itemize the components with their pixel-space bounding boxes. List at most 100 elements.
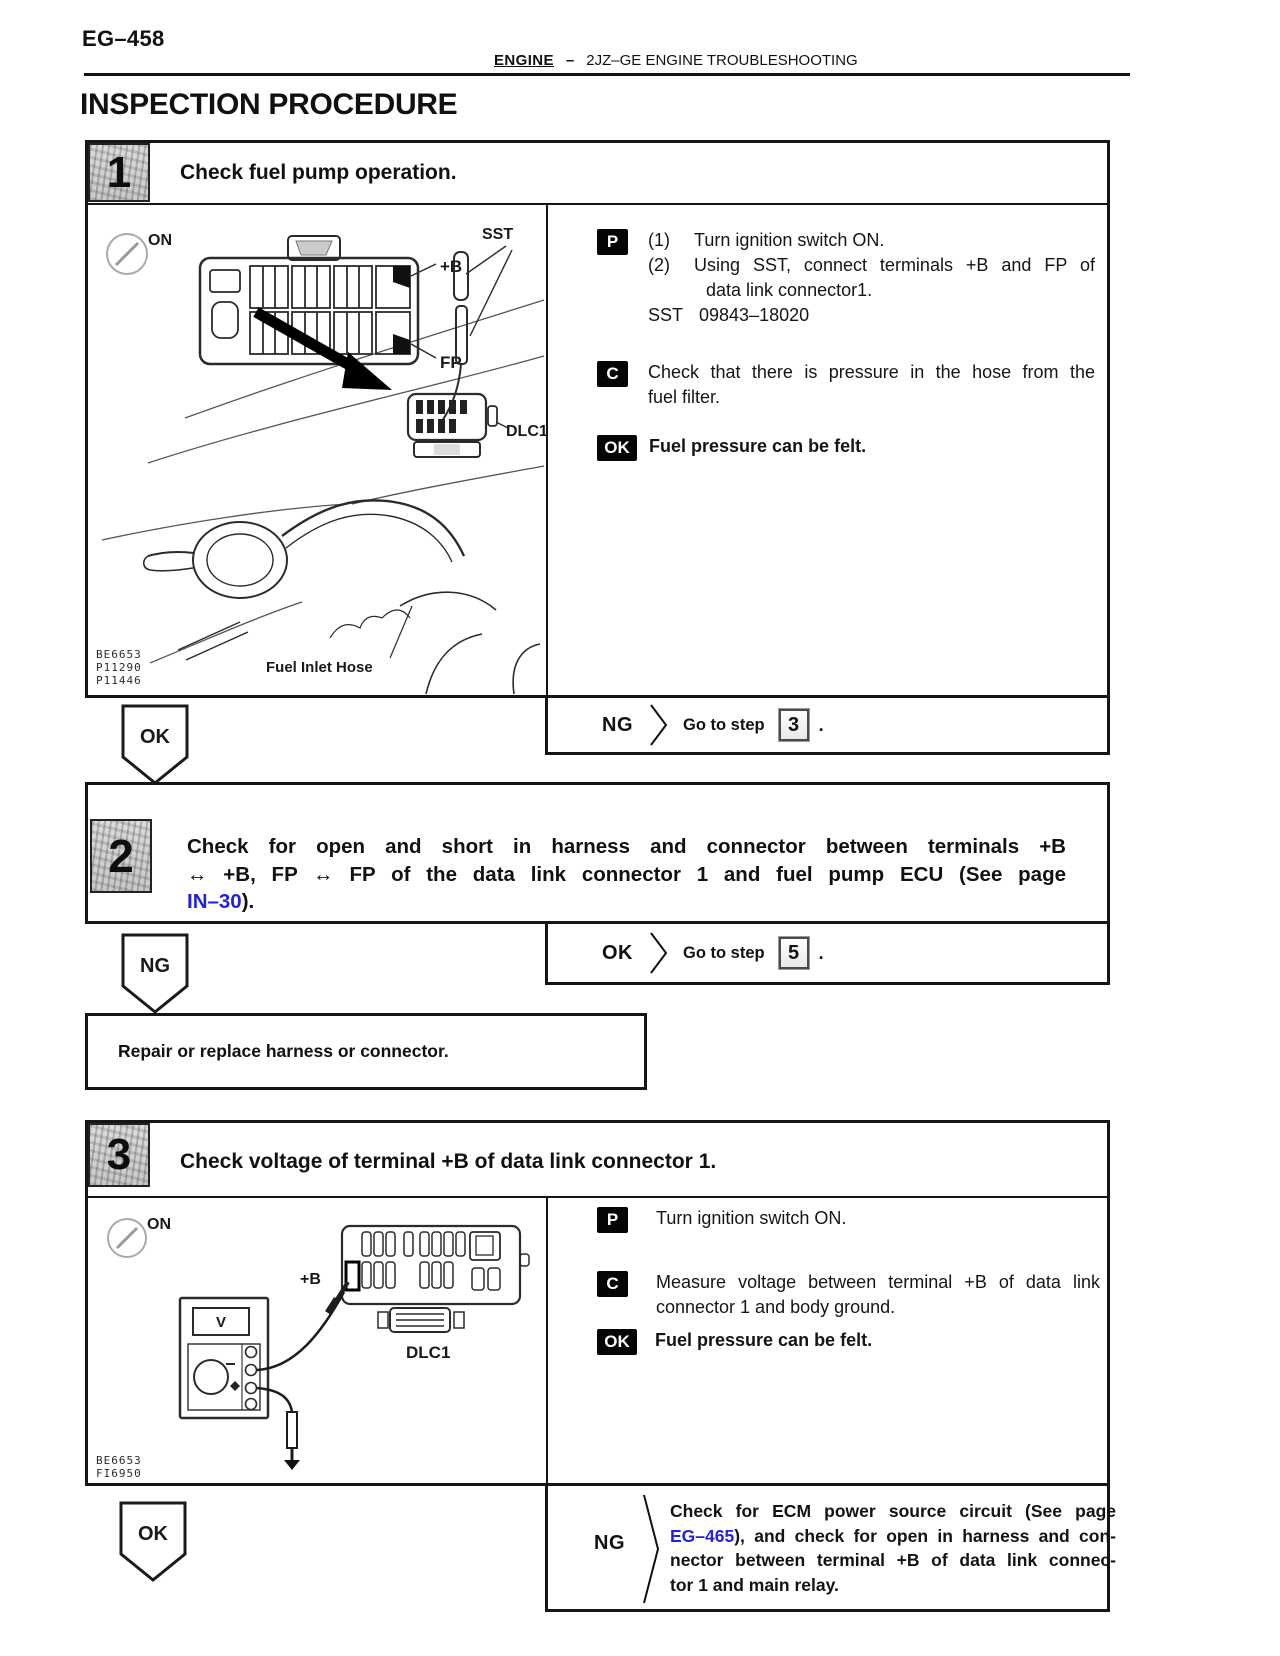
step3-ok-pointer: OK [119,1501,187,1582]
section-label: ENGINE [494,52,554,69]
step1-ng-strip: NG Go to step 3 . [545,698,1110,755]
step1-number-badge: 1 [88,143,150,202]
page-number: EG–458 [82,26,165,51]
header-dash: – [565,52,575,69]
procedure-badge: P [597,1207,628,1233]
step2-ok-strip: OK Go to step 5 . [545,924,1110,985]
step2-title-line: Check for open and short in harness and … [187,835,1066,858]
ground-icon [284,1460,300,1470]
check-line: Measure voltage between terminal +B of d… [656,1272,1100,1292]
procedure-item: Using SST, connect terminals +B and FP o… [694,255,1095,275]
step3-procedure-row: P Turn ignition switch ON. [597,1206,1100,1233]
page-link-eg-465[interactable]: EG–465 [670,1525,735,1546]
step1-ok-row: OK Fuel pressure can be felt. [597,434,1096,461]
sst-label: SST [482,226,513,243]
check-badge: C [597,1271,628,1297]
pin-b-label: +B [440,257,462,276]
step3-title: Check voltage of terminal +B of data lin… [180,1150,717,1173]
procedure-item: Turn ignition switch ON. [694,230,885,250]
step3-ng-text: Check for ECM power source circuit (See … [670,1499,1116,1597]
voltmeter-v-label: V [216,1314,226,1331]
figure-code: P11446 [96,674,142,687]
step-reference-box: 3 [778,709,809,741]
step2-box: 2 Check for open and short in harness an… [85,782,1110,924]
dlc1-connector [406,392,509,458]
step-reference-box: 5 [778,937,809,969]
chapter-label: 2JZ–GE ENGINE TROUBLESHOOTING [586,52,858,69]
ok-label: OK [602,941,633,964]
step3-ignition-label: ON [147,1216,171,1233]
pin-b-label: +B [300,1271,321,1288]
pin-b-mark [393,266,410,288]
ng-text-line: nector between terminal +B of data link … [670,1550,1116,1570]
period: . [818,942,824,963]
ng-label: NG [602,713,633,736]
step2-title-line: ↔ +B, FP ↔ FP of the data link connector… [187,862,1066,886]
step3-number-badge: 3 [88,1123,150,1187]
figure-code: BE6653 [96,1454,142,1467]
check-line: connector 1 and body ground. [656,1297,896,1317]
step2-number-badge: 2 [90,819,152,893]
ok-criterion: Fuel pressure can be felt. [655,1330,873,1350]
step1-diagram: ON +B FP [96,226,546,695]
step1-procedure-row: P (1) Turn ignition switch ON. (2) Using S… [597,228,1095,328]
chevron-icon [650,932,668,974]
step2-title: Check for open and short in harness and … [187,833,1066,916]
step3-check-text: Measure voltage between terminal +B of d… [656,1270,1100,1320]
step1-header: 1 Check fuel pump operation. [88,143,1107,205]
check-line: Check that there is pressure in the hose… [648,362,1095,382]
step3-procedure-text: Turn ignition switch ON. [656,1208,847,1228]
figure-code: BE6653 [96,648,142,661]
period: . [818,714,824,735]
step1-procedure-text: (1) Turn ignition switch ON. (2) Using SST… [648,228,1095,328]
ignition-key-icon [107,1218,147,1258]
step3-column-divider [546,1198,548,1483]
pin-fp-mark [393,334,410,354]
arrow-icon [253,307,392,390]
car-body-lines [101,299,545,664]
header-rule [84,73,1130,76]
ok-badge: OK [597,435,637,461]
ng-text-line: Check for ECM power source circuit (See … [670,1501,1116,1521]
ok-criterion: Fuel pressure can be felt. [649,436,867,456]
dlc1-block [340,1224,530,1333]
check-line: fuel filter. [648,387,721,407]
procedure-badge: P [597,229,628,255]
figure-code: FI6950 [96,1467,142,1480]
fuel-inlet-hose-label: Fuel Inlet Hose [266,659,373,676]
ng-text-line: tor 1 and main relay. [670,1574,839,1595]
chevron-icon [650,704,668,746]
ok-label: OK [140,726,171,748]
page-title: INSPECTION PROCEDURE [80,88,458,121]
step3-ng-strip: NG Check for ECM power source circuit (S… [545,1486,1116,1612]
list-marker: (2) [648,255,670,275]
step1-check-row: C Check that there is pressure in the ho… [597,360,1095,410]
go-to-step-label: Go to step [683,943,765,962]
ng-text-line: ), and check for open in harness and con… [734,1525,1116,1546]
running-header: ENGINE–2JZ–GE ENGINE TROUBLESHOOTING [494,52,858,69]
step3-header: 3 Check voltage of terminal +B of data l… [88,1123,1107,1198]
ng-label: NG [594,1532,625,1554]
go-to-step-label: Go to step [683,715,765,734]
figure-code: P11290 [96,661,142,674]
step2-ng-pointer: NG [121,933,189,1014]
page-link-in-30[interactable]: IN–30 [187,890,242,913]
dlc1-label: DLC1 [506,423,546,440]
probe-wires [256,1280,350,1470]
ng-label: NG [140,955,170,977]
step3-check-row: C Measure voltage between terminal +B of… [597,1270,1100,1320]
step1-column-divider [546,205,548,695]
fuel-hose-art [142,499,541,695]
dlc1-label: DLC1 [406,1343,450,1362]
voltmeter [178,1296,270,1420]
step1-ok-pointer: OK [121,704,189,785]
step3-ok-row: OK Fuel pressure can be felt. [597,1328,1099,1355]
sst-part-number: 09843–18020 [699,305,810,325]
pin-fp-label: FP [440,353,462,372]
ok-badge: OK [597,1329,637,1355]
ok-label: OK [138,1523,169,1545]
list-marker: (1) [648,230,670,250]
ignition-key-icon [106,233,148,275]
step1-title: Check fuel pump operation. [180,161,457,184]
